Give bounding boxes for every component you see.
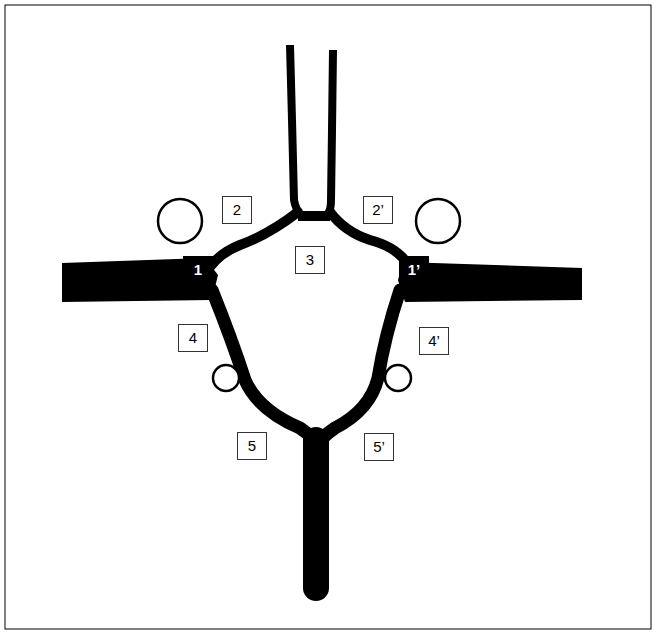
callout-number: 2 — [222, 196, 252, 224]
vessel-wall — [290, 45, 300, 214]
callout-number: 1 — [183, 256, 213, 284]
vessel-end — [213, 365, 239, 391]
callout-number: 4 — [178, 324, 208, 352]
vessel-end — [385, 365, 411, 391]
callout-number: 1’ — [399, 256, 429, 284]
frame — [5, 5, 651, 629]
callout-number: 2’ — [363, 196, 393, 224]
vessel-end — [158, 199, 202, 243]
vessel-trunk — [303, 440, 329, 588]
vessel-wall — [328, 50, 333, 214]
callout-number: 4’ — [419, 327, 449, 355]
vessel — [212, 290, 318, 448]
vessel-end — [416, 199, 460, 243]
callout-number: 3 — [295, 246, 325, 274]
callout-number: 5 — [237, 432, 267, 460]
callout-number: 5’ — [364, 433, 394, 461]
